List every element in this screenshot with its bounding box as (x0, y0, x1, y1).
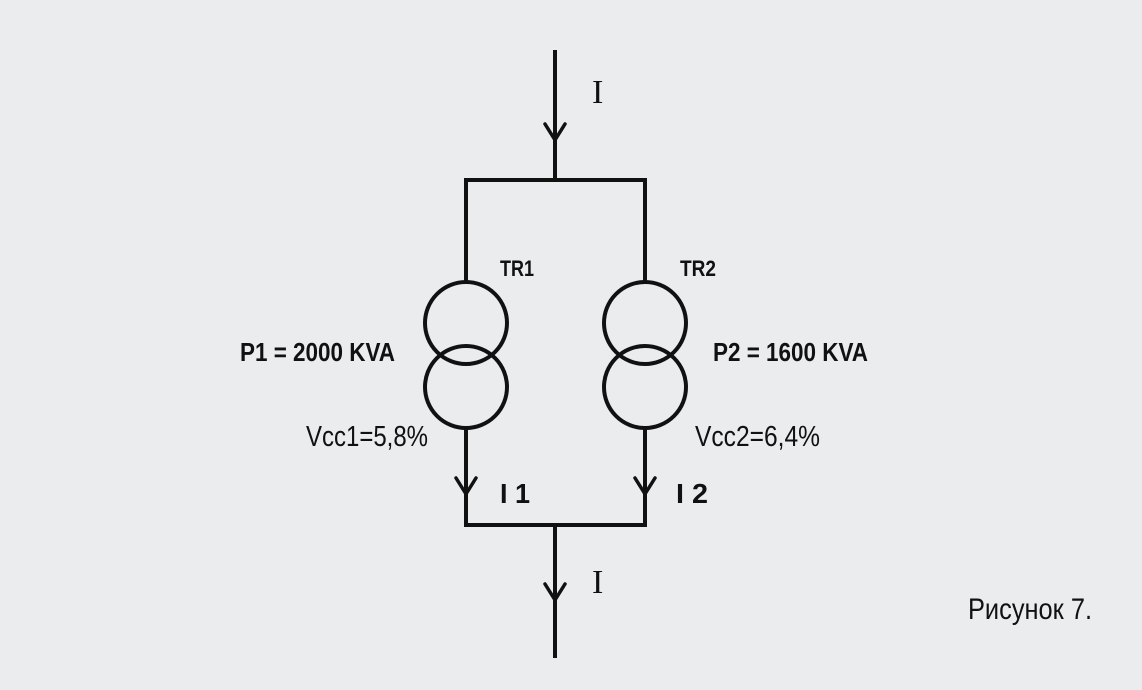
tr2-current-arrow (633, 476, 657, 496)
tr2-impedance-label: Vcc2=6,4% (695, 421, 820, 453)
tr2-secondary-winding (602, 344, 688, 430)
tr1-name-label: TR1 (500, 256, 534, 281)
tr2-primary-winding (602, 280, 688, 366)
tr2-name-label: TR2 (680, 256, 716, 281)
bottom-busbar (464, 426, 647, 527)
tr2-current-label: I 2 (676, 478, 708, 509)
tr1-secondary-winding (423, 344, 509, 430)
main-incoming-current-label: I (592, 74, 603, 111)
main-incoming-arrow (543, 122, 567, 142)
tr1-impedance-label: Vcc1=5,8% (306, 421, 428, 453)
tr1-power-label: P1 = 2000 KVA (240, 337, 395, 367)
tr1-current-arrow (454, 476, 478, 496)
top-busbar (464, 178, 647, 284)
main-outgoing-arrow (543, 582, 567, 602)
tr1-primary-winding (423, 280, 509, 366)
figure-caption: Рисунок 7. (968, 593, 1092, 626)
tr1-current-label: I 1 (500, 478, 530, 509)
main-outgoing-current-label: I (592, 564, 603, 601)
tr2-power-label: P2 = 1600 KVA (713, 337, 868, 367)
